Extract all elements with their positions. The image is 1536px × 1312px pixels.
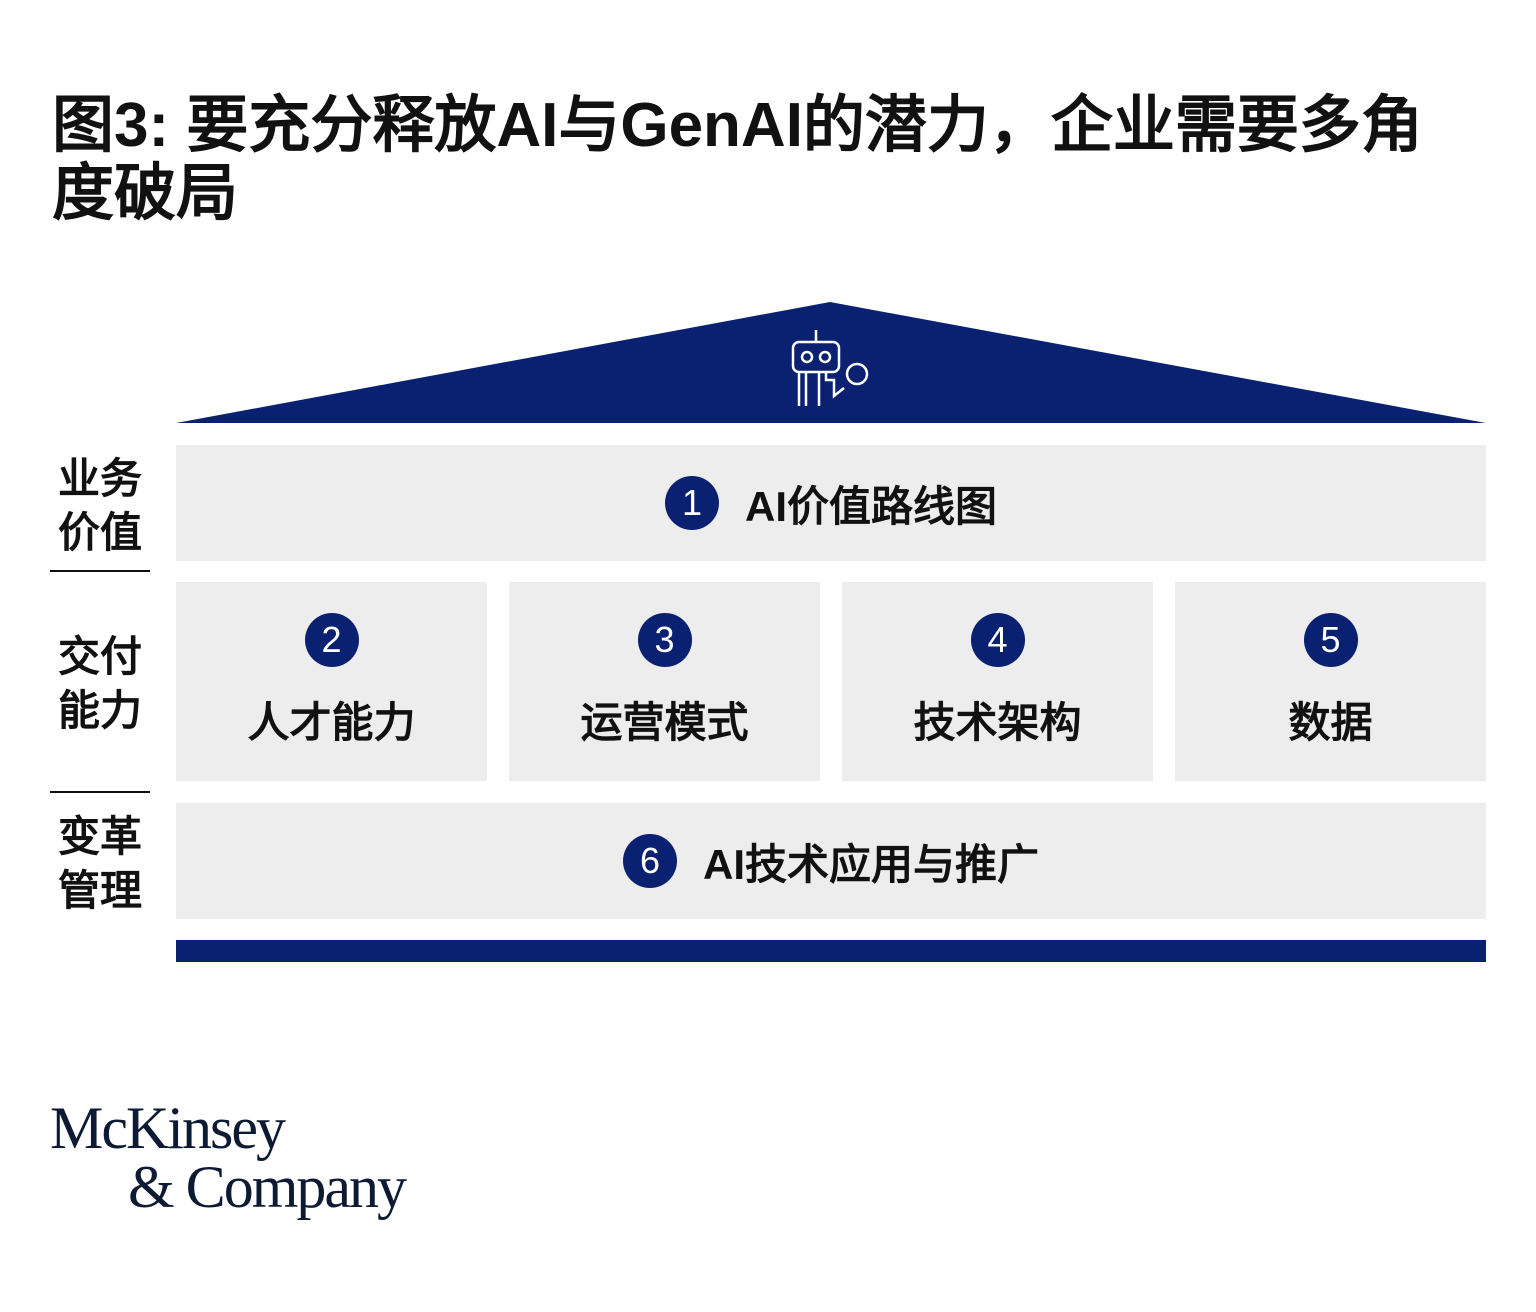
mckinsey-logo: McKinsey & Company	[50, 1095, 407, 1220]
number-badge: 1	[664, 476, 719, 530]
block-data: 5 数据	[1175, 582, 1486, 781]
block-label: 数据	[1288, 699, 1373, 746]
block-label: AI技术应用与推广	[702, 840, 1039, 888]
robot-icon	[791, 330, 869, 406]
side-label-change: 变革管理	[58, 813, 143, 914]
block-label: 技术架构	[913, 699, 1082, 746]
block-ai-value-roadmap: 1 AI价值路线图	[176, 445, 1486, 561]
number-badge: 2	[304, 613, 359, 667]
block-label: 运营模式	[580, 699, 749, 746]
roof	[176, 302, 1486, 423]
block-label: AI价值路线图	[744, 482, 997, 530]
side-label-business-value: 业务价值	[58, 455, 143, 556]
divider	[50, 570, 150, 572]
block-talent: 2 人才能力	[176, 582, 487, 781]
block-tech-architecture: 4 技术架构	[842, 582, 1153, 781]
divider	[50, 791, 150, 793]
block-operating-model: 3 运营模式	[509, 582, 820, 781]
block-label: 人才能力	[247, 699, 416, 746]
number-badge: 3	[637, 613, 692, 667]
number-badge: 4	[970, 613, 1025, 667]
number-badge: 5	[1303, 613, 1358, 667]
side-label-delivery: 交付能力	[58, 633, 143, 734]
number-badge: 6	[622, 834, 677, 888]
page-title: 图3: 要充分释放AI与GenAI的潜力，企业需要多角度破局	[52, 91, 1423, 228]
foundation-bar	[176, 940, 1486, 962]
block-ai-adoption: 6 AI技术应用与推广	[176, 803, 1486, 919]
